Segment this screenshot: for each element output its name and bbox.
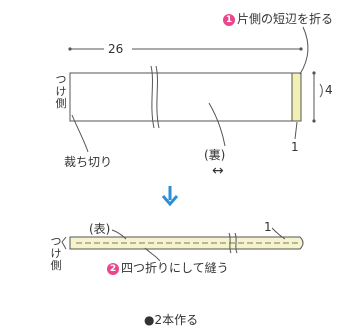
down-arrow-icon (161, 186, 179, 207)
step1-length-dimension (68, 47, 303, 51)
step2-front-pointer (111, 229, 127, 240)
step1-back-label: (裏) (204, 148, 226, 162)
step1-strip (69, 26, 309, 153)
step1-break-mark-left (150, 65, 155, 129)
step2-fold-pointer (271, 227, 286, 240)
step1-length-label: 26 (108, 42, 124, 56)
step2-number-badge: 2 (107, 263, 119, 275)
step2-instruction-text: 四つ折りにして縫う (121, 261, 229, 275)
step1-fold-label: 1 (291, 140, 299, 154)
step2-strip (61, 227, 304, 262)
step1-back-pointer (208, 102, 226, 147)
step2-fold-label: 1 (264, 220, 272, 234)
step2-attach-bracket (61, 236, 67, 250)
quantity-note: ●2本作る (144, 313, 199, 327)
step1-attach-side-label: つ け 側 (55, 73, 67, 110)
step1-width-dimension (312, 71, 323, 123)
step1-cut-edge-label: 裁ち切り (64, 155, 113, 169)
step1-cut-edge-pointer (71, 114, 89, 153)
step1-folded-edge (291, 72, 302, 122)
step2-attach-side-label: つ け 側 (50, 235, 62, 272)
step1-direction-arrow-icon: ↔ (212, 163, 224, 179)
step1-number-badge: 1 (223, 14, 235, 26)
step2-front-label: (表) (89, 222, 111, 236)
step1-instruction-text: 片側の短辺を折る (237, 12, 334, 26)
step1-fold-pointer (294, 121, 298, 140)
step1-instruction-leader (299, 26, 309, 75)
step2-instruction-pointer (144, 247, 161, 262)
step1-width-label: 4 (325, 83, 333, 97)
